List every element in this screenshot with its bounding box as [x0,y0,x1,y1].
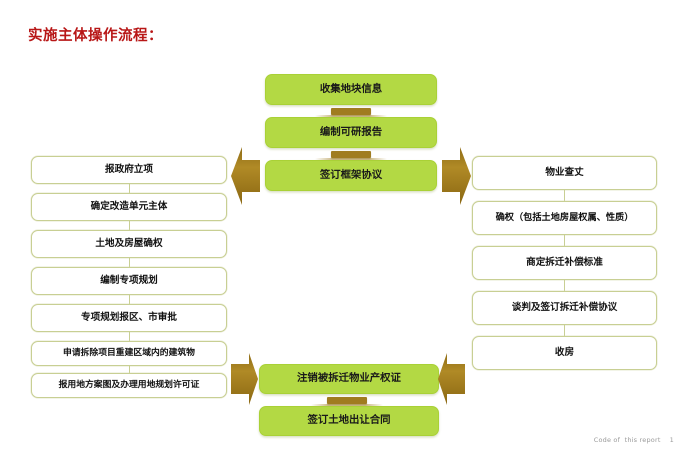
connector-left-1-2 [129,184,130,193]
connector-left-5-6 [129,332,130,341]
right-box-property-survey[interactable]: 物业查丈 [472,156,657,190]
left-box-determine-unit-subject[interactable]: 确定改造单元主体 [31,193,227,221]
center-box-framework-agreement[interactable]: 签订框架协议 [265,160,437,191]
connector-left-4-5 [129,295,130,304]
slide-footer: Code of this report 1 [593,436,674,444]
connector-center-bottom-1-2 [311,397,383,406]
connector-right-4-5 [564,325,565,336]
right-box-rights-confirmation[interactable]: 确权（包括土地房屋权属、性质） [472,201,657,235]
center-box-collect-land-info[interactable]: 收集地块信息 [265,74,437,105]
connector-center-top-2-3 [315,151,387,160]
right-box-negotiation-agreement[interactable]: 谈判及签订拆迁补偿协议 [472,291,657,325]
left-box-government-filing[interactable]: 报政府立项 [31,156,227,184]
left-box-planning-approval[interactable]: 专项规划报区、市审批 [31,304,227,332]
arrow-top-right [440,146,472,206]
left-box-special-planning[interactable]: 编制专项规划 [31,267,227,295]
connector-right-2-3 [564,235,565,246]
arrow-top-left [230,146,262,206]
left-box-land-plan-permit[interactable]: 报用地方案图及办理用地规划许可证 [31,373,227,398]
connector-left-3-4 [129,258,130,267]
right-box-receive-house[interactable]: 收房 [472,336,657,370]
left-box-demolition-application[interactable]: 申请拆除项目重建区域内的建筑物 [31,341,227,366]
arrow-bottom-right [436,352,468,406]
connector-right-1-2 [564,190,565,201]
connector-right-3-4 [564,280,565,291]
connector-left-2-3 [129,221,130,230]
page-title: 实施主体操作流程： [28,28,163,44]
center-box-land-transfer-contract[interactable]: 签订土地出让合同 [259,406,439,436]
connector-center-top-1-2 [315,108,387,117]
center-box-feasibility-report[interactable]: 编制可研报告 [265,117,437,148]
right-box-compensation-standard[interactable]: 商定拆迁补偿标准 [472,246,657,280]
arrow-bottom-left [228,352,260,406]
center-box-cancel-property-cert[interactable]: 注销被拆迁物业产权证 [259,364,439,394]
connector-left-6-7 [129,366,130,373]
left-box-land-house-rights[interactable]: 土地及房屋确权 [31,230,227,258]
